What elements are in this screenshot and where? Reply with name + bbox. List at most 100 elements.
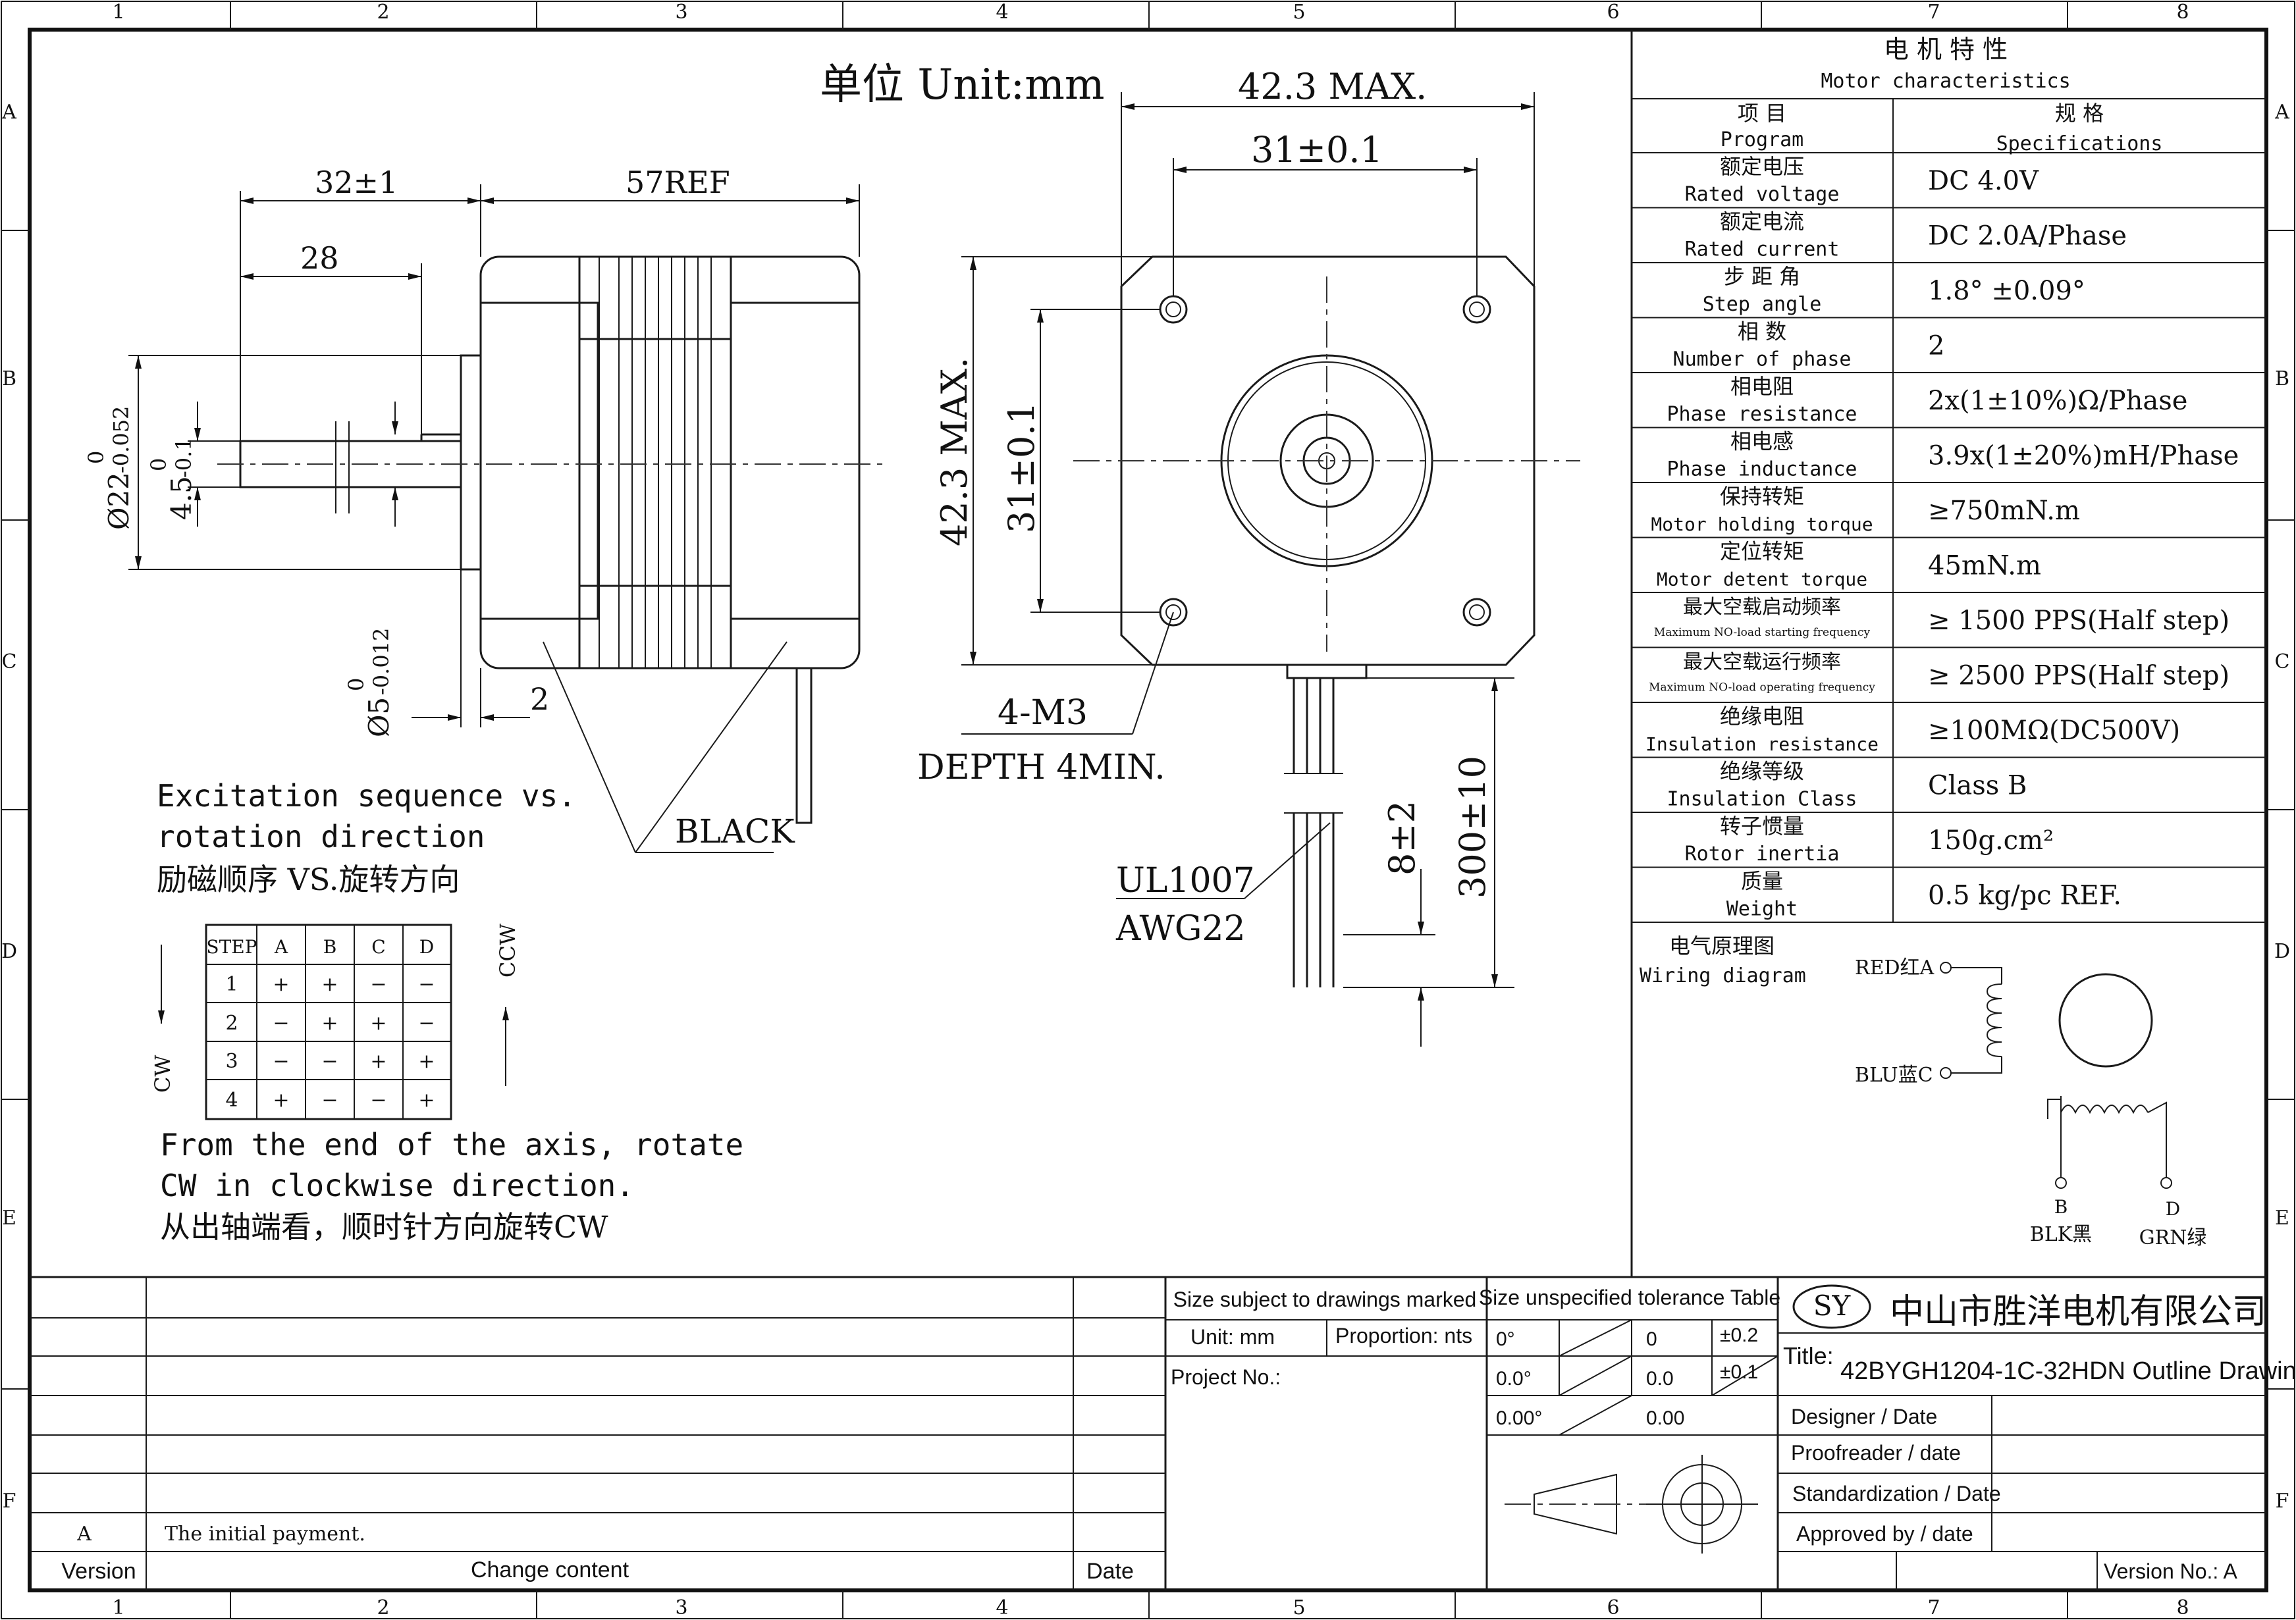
- excitation-title-2: rotation direction: [157, 819, 485, 854]
- excitation-cell: +: [418, 1050, 435, 1073]
- excitation-cell: 4: [225, 1089, 238, 1112]
- char-row-name-cn: 相 数: [1738, 319, 1786, 344]
- lead-d-color: GRN绿: [2139, 1226, 2207, 1249]
- dim-d22: Ø22: [103, 472, 135, 530]
- col-label: 8: [2176, 1, 2189, 24]
- dim-d5-zero: 0: [344, 678, 369, 691]
- row-label: A: [2274, 101, 2289, 124]
- hole-label: 4-M3: [998, 693, 1088, 733]
- black-label: BLACK: [675, 812, 795, 850]
- title-value: 42BYGH1204-1C-32HDN Outline Drawing: [1840, 1357, 2296, 1385]
- excitation-section: Excitation sequence vs. rotation directi…: [150, 778, 743, 1245]
- char-row-name-en: Weight: [1726, 898, 1798, 921]
- char-row-value: 2x(1±10%)Ω/Phase: [1928, 386, 2187, 416]
- excitation-table: STEP A B C D 1 + + − − 2 − + + − 3 − − +: [205, 924, 452, 1120]
- excitation-title-1: Excitation sequence vs.: [157, 778, 576, 814]
- excitation-cell: −: [321, 1050, 338, 1073]
- row-label: A: [1, 101, 16, 124]
- company-name: 中山市胜洋电机有限公司: [1890, 1292, 2266, 1332]
- lead-a-label: RED红A: [1855, 956, 1935, 980]
- char-row-value: Class B: [1928, 771, 2027, 801]
- motor-characteristics: 电 机 特 性 Motor characteristics 项 目 Progra…: [1630, 30, 2266, 1277]
- rev-content: The initial payment.: [165, 1523, 365, 1546]
- rev-version: A: [76, 1523, 92, 1546]
- standardization-label: Standardization / Date: [1792, 1482, 2001, 1505]
- approved-label: Approved by / date: [1796, 1522, 1973, 1546]
- char-row-value: DC 4.0V: [1928, 166, 2039, 196]
- col-label: 4: [996, 1, 1008, 24]
- unit-mm: Unit: mm: [1190, 1325, 1275, 1349]
- tol-cell: 0: [1646, 1328, 1657, 1350]
- project-no: Project No.:: [1171, 1365, 1281, 1389]
- dim-width-max: 42.3 MAX.: [1238, 66, 1427, 107]
- excitation-cell: −: [370, 1089, 387, 1112]
- col-label: 3: [675, 1596, 687, 1619]
- char-row-value: 150g.cm²: [1928, 825, 2054, 856]
- dim-height-max: 42.3 MAX.: [934, 357, 975, 546]
- char-row-name-en: Maximum NO-load operating frequency: [1649, 681, 1875, 694]
- wire-awg22: AWG22: [1115, 909, 1246, 949]
- size-subject: Size subject to drawings marked: [1173, 1288, 1477, 1311]
- char-row-name-cn: 最大空载运行频率: [1683, 651, 1841, 674]
- char-col1-cn: 项 目: [1738, 101, 1786, 126]
- excitation-cell: +: [370, 1050, 387, 1073]
- char-row-name-cn: 相电阻: [1730, 374, 1794, 399]
- tolerance-title: Size unspecified tolerance Table: [1479, 1286, 1780, 1309]
- lead-c-label: BLU蓝C: [1855, 1064, 1933, 1087]
- char-col2-cn: 规 格: [2055, 101, 2104, 126]
- excitation-cell: +: [370, 1012, 387, 1035]
- col-label: 5: [1293, 1596, 1305, 1619]
- row-label: D: [1, 940, 17, 963]
- excitation-cell: +: [273, 1089, 289, 1112]
- excitation-cell: +: [321, 973, 338, 996]
- char-row-name-en: Step angle: [1703, 293, 1822, 316]
- row-label: C: [2275, 650, 2290, 673]
- dim-2: 2: [530, 681, 549, 717]
- excitation-header: D: [419, 936, 434, 958]
- rotation-note-2: CW in clockwise direction.: [160, 1168, 634, 1203]
- dim-hole-v: 31±0.1: [1001, 402, 1042, 533]
- char-row-name-cn: 质量: [1741, 869, 1783, 894]
- dim-d22-tol: -0.052: [109, 406, 134, 473]
- col-label: 1: [112, 1, 124, 24]
- tol-cell: 0°: [1496, 1328, 1515, 1350]
- char-row-value: DC 2.0A/Phase: [1928, 221, 2127, 251]
- lead-b-letter: B: [2054, 1196, 2068, 1218]
- projection-symbol-icon: [1505, 1455, 1758, 1554]
- char-row-name-en: Maximum NO-load starting frequency: [1654, 626, 1871, 639]
- dim-4-5-tol: -0.1: [171, 437, 196, 478]
- char-col1-en: Program: [1721, 128, 1803, 151]
- excitation-header: C: [371, 936, 385, 958]
- col-label: 2: [377, 1, 389, 24]
- tol-cell: ±0.2: [1720, 1324, 1758, 1346]
- char-row-value: ≥ 1500 PPS(Half step): [1928, 606, 2229, 636]
- char-row-name-cn: 绝缘电阻: [1720, 704, 1804, 729]
- excitation-cell: +: [273, 973, 289, 996]
- char-row-name-en: Insulation resistance: [1645, 733, 1879, 755]
- wiring-diagram: 电气原理图 Wiring diagram RED红A BLU蓝C B BLK黑 …: [1640, 933, 2206, 1249]
- char-row-name-en: Phase resistance: [1667, 403, 1857, 426]
- dim-strip: 8±2: [1381, 800, 1423, 875]
- rotation-note-cn: 从出轴端看，顺时针方向旋转CW: [160, 1209, 608, 1245]
- company-logo-icon: [1792, 1284, 1871, 1329]
- char-row-value: 0.5 kg/pc REF.: [1928, 881, 2122, 911]
- char-row-name-cn: 保持转矩: [1720, 484, 1804, 509]
- excitation-header: STEP: [206, 936, 257, 958]
- excitation-cell: 3: [225, 1050, 238, 1073]
- col-label: 2: [377, 1596, 389, 1619]
- front-view: 42.3 MAX. 31±0.1 42.3 MAX. 31±0.1 4-M3 D…: [917, 66, 1580, 1047]
- lead-d-letter: D: [2166, 1198, 2180, 1220]
- row-label: E: [2, 1207, 16, 1230]
- dim-d5-tol: -0.012: [369, 628, 394, 695]
- title-block: A The initial payment. Version Change co…: [30, 1276, 2296, 1590]
- col-label: 6: [1607, 1596, 1619, 1619]
- row-label: B: [2275, 367, 2289, 390]
- tol-cell: ±0.1: [1720, 1361, 1758, 1383]
- wire-ul1007: UL1007: [1116, 861, 1255, 901]
- char-row-name-en: Rated current: [1685, 238, 1840, 261]
- char-row-name-en: Rotor inertia: [1685, 843, 1840, 866]
- dim-4-5: 4.5: [165, 476, 198, 520]
- row-label: E: [2275, 1207, 2289, 1230]
